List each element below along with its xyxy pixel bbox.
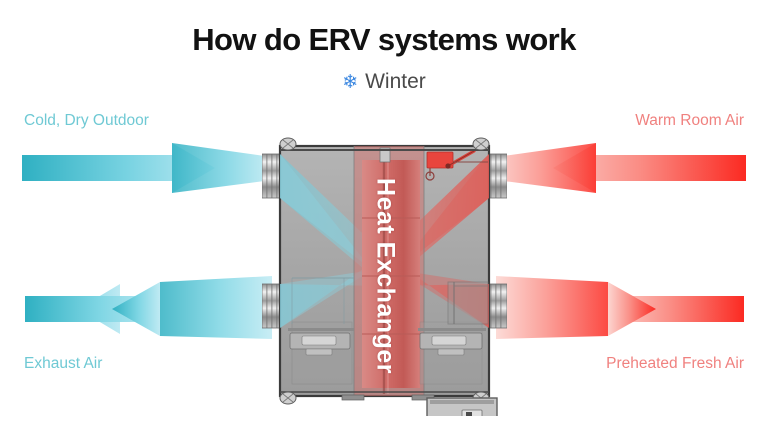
page-title: How do ERV systems work xyxy=(192,22,576,57)
internal-duct-box xyxy=(447,281,489,325)
arrow-cold-dry-outdoor xyxy=(22,143,272,193)
heat-exchanger-core xyxy=(354,146,424,396)
label-preheated-fresh-air: Preheated Fresh Air xyxy=(606,355,744,372)
arrow-exhaust-air xyxy=(25,276,272,339)
control-box xyxy=(426,397,498,434)
label-warm-room-air: Warm Room Air xyxy=(635,112,744,129)
arrow-preheated-fresh-air xyxy=(496,276,744,339)
season-subtitle: ❄ Winter xyxy=(0,70,768,94)
blower-left xyxy=(288,321,354,385)
erv-unit: Heat Exchanger xyxy=(261,136,508,434)
season-label: Winter xyxy=(365,70,426,93)
internal-filter-left xyxy=(291,277,354,324)
arrow-warm-room-air xyxy=(496,143,746,193)
damper-valve xyxy=(425,149,488,181)
snowflake-icon: ❄ xyxy=(342,71,359,93)
blower-right xyxy=(418,321,486,385)
label-cold-dry-outdoor: Cold, Dry Outdoor xyxy=(24,112,149,129)
label-exhaust-air: Exhaust Air xyxy=(24,355,103,372)
